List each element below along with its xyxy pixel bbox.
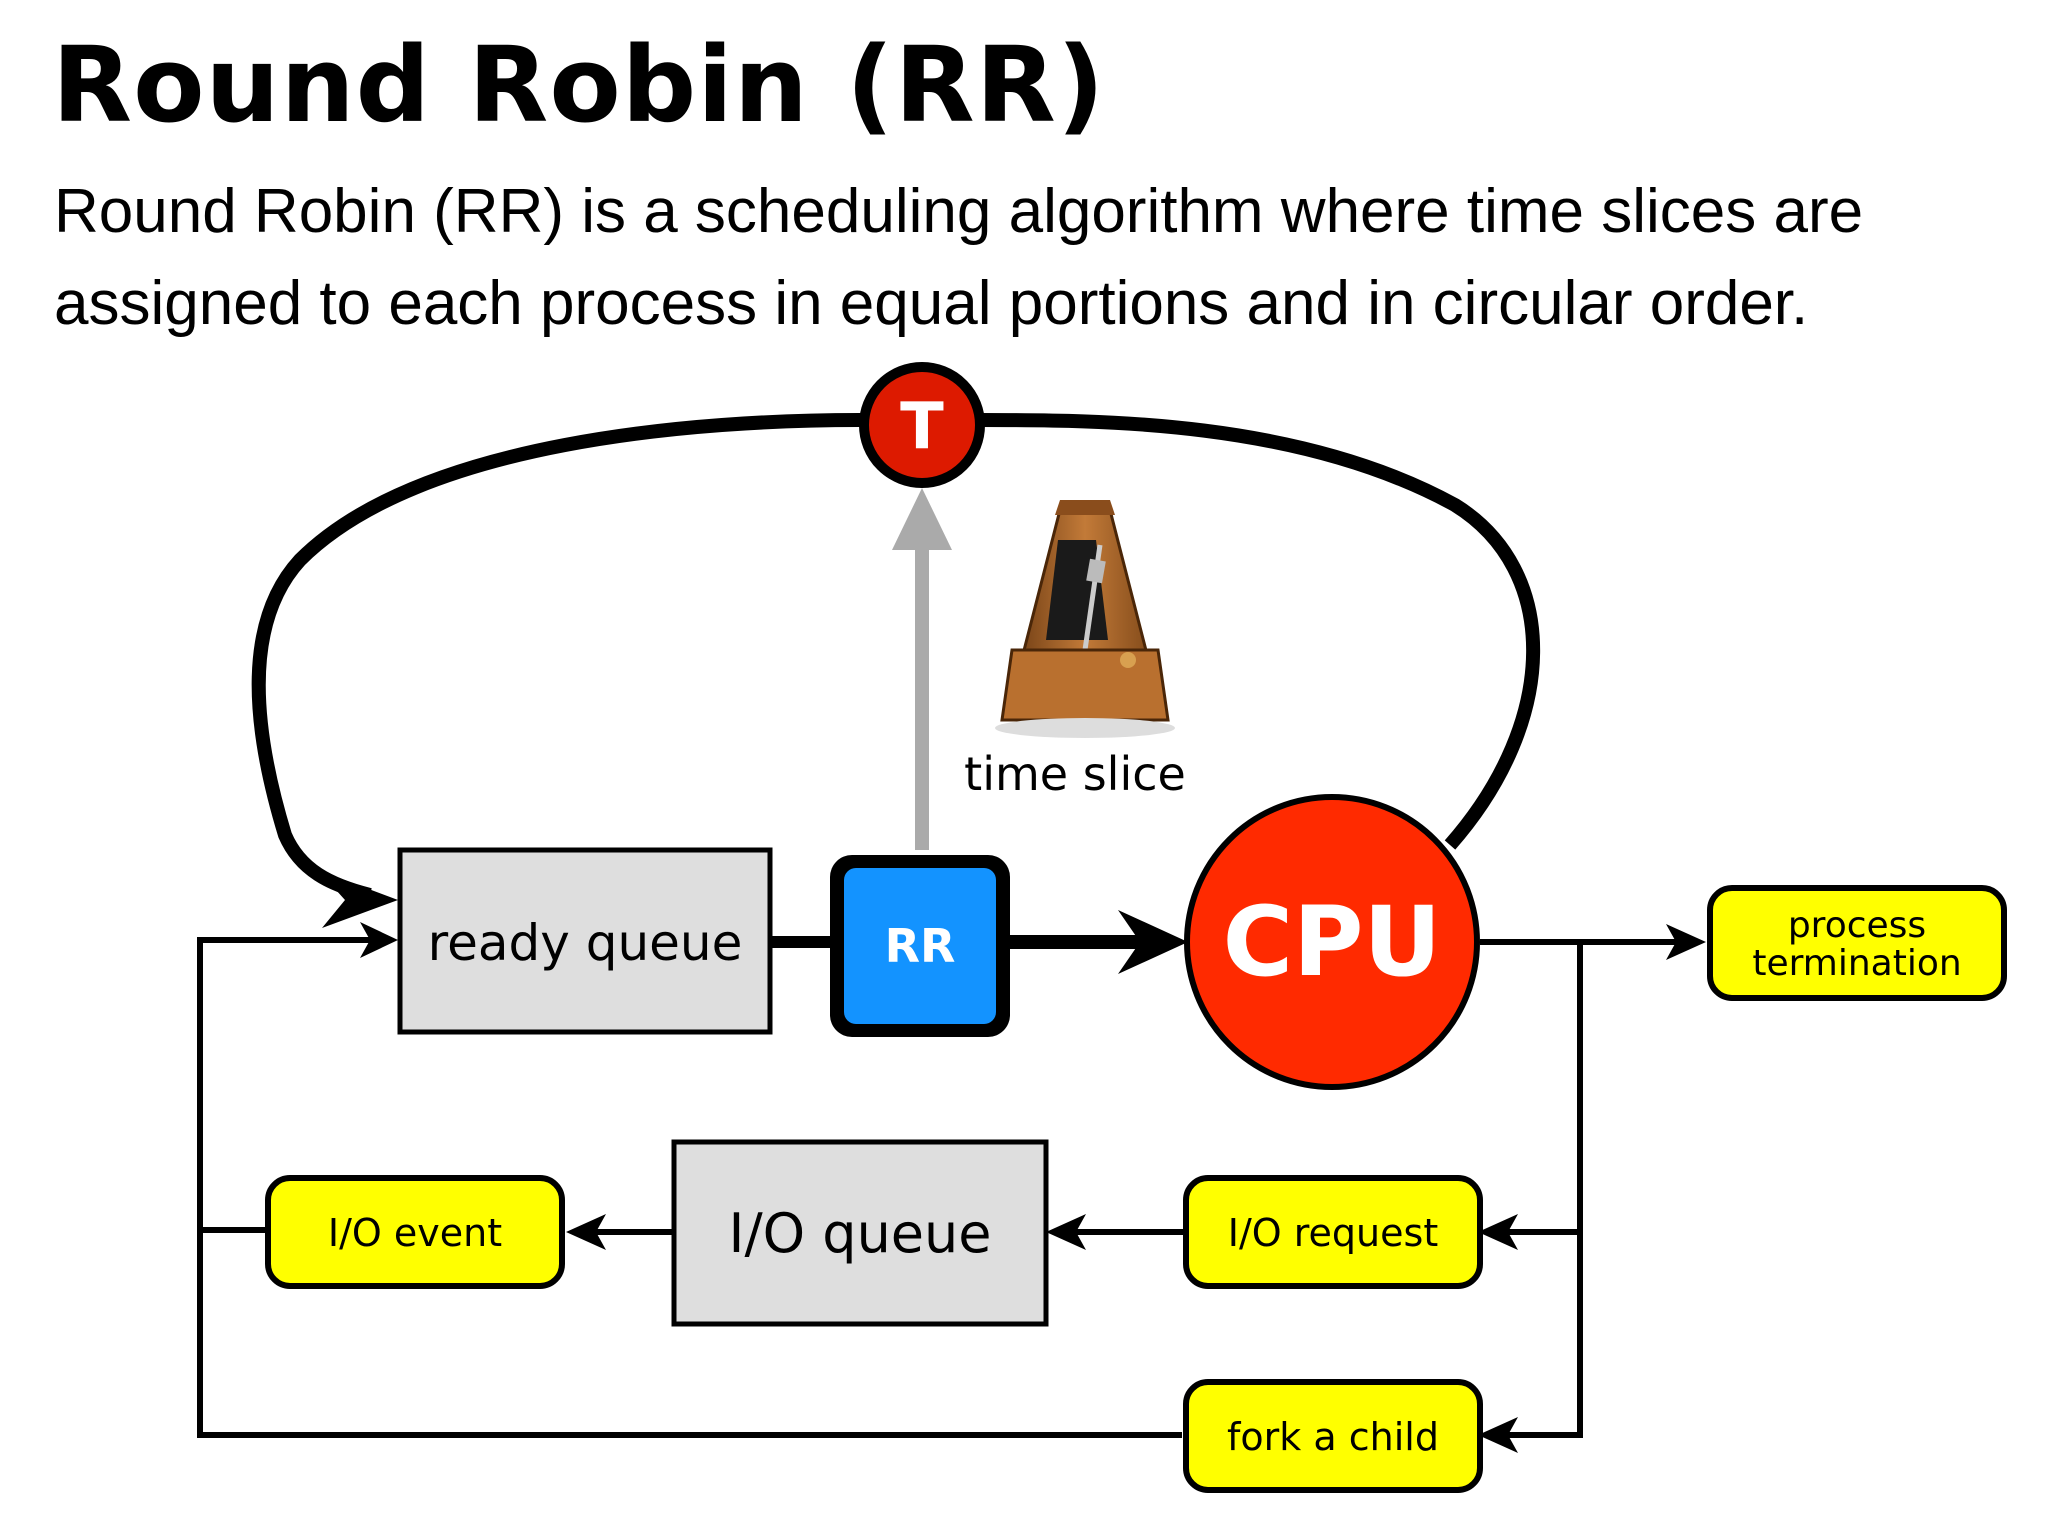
rr-scheduler-fill [844, 868, 996, 1024]
description-text: Round Robin (RR) is a scheduling algorit… [54, 177, 1864, 338]
return-loop-line [197, 937, 370, 1233]
page-title: Round Robin (RR) [52, 24, 1106, 146]
io-queue-arrowhead [1046, 1214, 1086, 1250]
time-slice-label: time slice [964, 747, 1186, 801]
fork-arrowhead [1478, 1417, 1518, 1453]
rr-scheduler-label: RR [885, 919, 956, 973]
process-termination-line2: termination [1752, 943, 1961, 984]
termination-arrowhead [1666, 924, 1706, 960]
metronome-icon [995, 500, 1175, 738]
cpu-circle [1184, 794, 1480, 1090]
io-request-arrowhead [1478, 1214, 1518, 1250]
preemption-arrowhead [318, 870, 398, 928]
timer-label: T [900, 390, 944, 464]
process-termination-box [1707, 885, 2007, 1001]
ready-queue-box [397, 847, 773, 1035]
io-event-box [265, 1175, 565, 1289]
preemption-loop-arrow [251, 413, 1541, 902]
io-request-label: I/O request [1228, 1211, 1438, 1255]
io-queue-label: I/O queue [729, 1202, 992, 1265]
io-request-box [1183, 1175, 1483, 1289]
fork-child-label: fork a child [1227, 1415, 1439, 1459]
io-event-arrowhead [566, 1214, 606, 1250]
fork-return-line [197, 1230, 1182, 1438]
timer-circle [859, 362, 985, 488]
io-queue-box [671, 1139, 1049, 1327]
fork-child-box [1183, 1379, 1483, 1493]
ready-queue-label: ready queue [428, 914, 743, 972]
timeslice-arrowhead [892, 488, 952, 550]
cpu-arrowhead [1118, 910, 1188, 974]
cpu-label: CPU [1223, 886, 1442, 998]
ready-entry-arrowhead [360, 922, 398, 958]
process-termination-line1: process [1788, 905, 1926, 946]
io-event-label: I/O event [328, 1211, 502, 1255]
